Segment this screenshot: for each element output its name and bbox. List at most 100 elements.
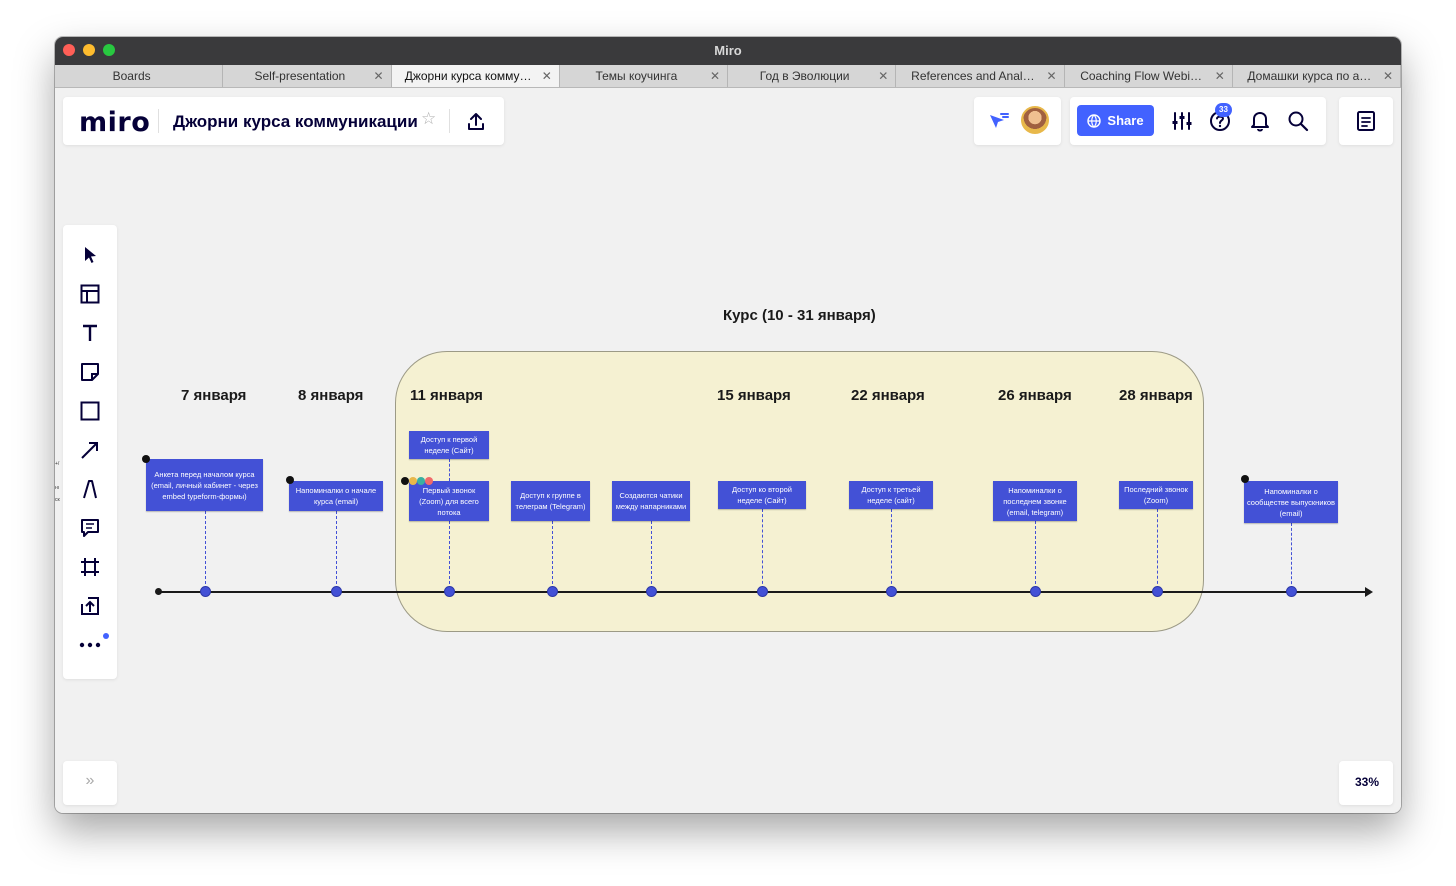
connector-line	[651, 521, 652, 589]
sticky-card[interactable]: Напоминалки о последнем звонке (email, t…	[993, 481, 1077, 521]
window-title: Miro	[714, 43, 742, 58]
notes-icon[interactable]	[1354, 109, 1378, 133]
export-icon[interactable]	[463, 109, 489, 135]
sticky-card[interactable]: Создаются чатики между напарниками	[612, 481, 690, 521]
tab-close-icon[interactable]: ✕	[373, 69, 384, 83]
new-feature-dot	[103, 633, 109, 639]
tab-close-icon[interactable]: ✕	[1382, 69, 1393, 83]
tab-close-icon[interactable]: ✕	[709, 69, 720, 83]
comment-marker[interactable]	[401, 477, 409, 485]
tab-references[interactable]: References and Anal…✕	[896, 65, 1065, 87]
date-label[interactable]: 15 января	[717, 387, 791, 404]
expand-icon: »	[85, 772, 95, 789]
bell-icon[interactable]	[1247, 108, 1273, 134]
tab-label: Джорни курса комму…	[404, 69, 532, 83]
timeline-point[interactable]	[331, 586, 342, 597]
zoom-panel[interactable]	[1339, 761, 1393, 805]
comment-marker[interactable]	[142, 455, 150, 463]
tab-homework[interactable]: Домашки курса по а… ✕	[1233, 65, 1401, 87]
date-label[interactable]: 26 января	[998, 387, 1072, 404]
zoom-window-button[interactable]	[103, 44, 115, 56]
sticky-note-tool-icon[interactable]	[63, 354, 117, 390]
sticky-card[interactable]: Доступ к первой неделе (Сайт)	[409, 431, 489, 459]
timeline-point[interactable]	[757, 586, 768, 597]
connector-line	[891, 509, 892, 589]
shape-tool-icon[interactable]	[63, 393, 117, 429]
timeline-point[interactable]	[1152, 586, 1163, 597]
more-tools-icon[interactable]	[63, 627, 117, 663]
date-label[interactable]: 22 января	[851, 387, 925, 404]
pen-tool-icon[interactable]	[63, 471, 117, 507]
collaborator-cursor-dot	[417, 477, 425, 485]
templates-tool-icon[interactable]	[63, 276, 117, 312]
zoom-level[interactable]: 33%	[1354, 775, 1379, 789]
sticky-card[interactable]: Доступ ко второй неделе (Сайт)	[718, 481, 806, 509]
tab-close-icon[interactable]: ✕	[1214, 69, 1225, 83]
avatar[interactable]	[1021, 106, 1049, 134]
board-header-panel: miro Джорни курса коммуникации ☆	[63, 97, 504, 145]
connector-line	[552, 521, 553, 589]
tab-close-icon[interactable]: ✕	[878, 69, 889, 83]
course-title[interactable]: Курс (10 - 31 января)	[723, 307, 876, 324]
text-tool-icon[interactable]	[63, 315, 117, 351]
tab-label: Boards	[112, 69, 151, 83]
tab-label: Темы коучинга	[595, 69, 678, 83]
offscreen-text-fragment: нı	[55, 485, 60, 491]
tab-year-evolution[interactable]: Год в Эволюции✕	[728, 65, 897, 87]
sticky-card[interactable]: Анкета перед началом курса (email, личны…	[146, 459, 263, 511]
left-toolbar	[63, 225, 117, 679]
notes-panel	[1339, 97, 1393, 145]
timeline-point[interactable]	[444, 586, 455, 597]
timeline-start-point	[155, 588, 162, 595]
select-tool-icon[interactable]	[63, 237, 117, 273]
cursor-follow-icon[interactable]	[986, 108, 1012, 134]
timeline-point[interactable]	[1030, 586, 1041, 597]
upload-tool-icon[interactable]	[63, 588, 117, 624]
timeline-point[interactable]	[886, 586, 897, 597]
comment-tool-icon[interactable]	[63, 510, 117, 546]
share-button[interactable]: Share	[1077, 105, 1154, 136]
comment-marker[interactable]	[286, 476, 294, 484]
board-canvas[interactable]: miro Джорни курса коммуникации ☆ Share	[55, 89, 1401, 813]
app-window: Miro Boards Self-presentation✕ Джорни ку…	[55, 37, 1401, 813]
miro-logo[interactable]: miro	[79, 107, 151, 138]
timeline-point[interactable]	[200, 586, 211, 597]
sticky-card[interactable]: Напоминалки о сообществе выпускников (em…	[1244, 481, 1338, 523]
tab-self-presentation[interactable]: Self-presentation✕	[223, 65, 392, 87]
connector-tool-icon[interactable]	[63, 432, 117, 468]
date-label[interactable]: 28 января	[1119, 387, 1193, 404]
close-window-button[interactable]	[63, 44, 75, 56]
date-label[interactable]: 8 января	[298, 387, 364, 404]
timeline-point[interactable]	[547, 586, 558, 597]
tab-close-icon[interactable]: ✕	[1046, 69, 1057, 83]
tab-journey[interactable]: Джорни курса комму… ✕	[391, 65, 560, 87]
timeline-point[interactable]	[1286, 586, 1297, 597]
timeline-point[interactable]	[646, 586, 657, 597]
sticky-card[interactable]: Напоминалки о начале курса (email)	[289, 481, 383, 511]
tab-boards[interactable]: Boards	[55, 65, 224, 87]
tab-coaching-flow[interactable]: Coaching Flow Webi…✕	[1065, 65, 1233, 87]
offscreen-text-fragment: +/	[55, 461, 60, 467]
sticky-card[interactable]: Доступ к группе в телеграм (Telegram)	[511, 481, 590, 521]
tab-coaching-topics[interactable]: Темы коучинга ✕	[560, 65, 728, 87]
frame-tool-icon[interactable]	[63, 549, 117, 585]
search-icon[interactable]	[1285, 108, 1311, 134]
sticky-card[interactable]: Первый звонок (Zoom) для всего потока	[409, 481, 489, 521]
minimize-window-button[interactable]	[83, 44, 95, 56]
star-icon[interactable]: ☆	[421, 109, 437, 128]
sticky-card[interactable]: Доступ к третьей неделе (сайт)	[849, 481, 933, 509]
minimap-toggle[interactable]: »	[63, 761, 117, 805]
tab-bar: Boards Self-presentation✕ Джорни курса к…	[55, 65, 1401, 88]
offscreen-text-fragment: ск	[55, 497, 60, 503]
help-count-badge: 33	[1215, 103, 1232, 117]
sticky-card[interactable]: Последний звонок (Zoom)	[1119, 481, 1193, 509]
date-label[interactable]: 11 января	[410, 387, 483, 404]
board-title[interactable]: Джорни курса коммуникации	[173, 112, 418, 131]
comment-marker[interactable]	[1241, 475, 1249, 483]
globe-icon	[1087, 113, 1102, 128]
tab-label: Домашки курса по а…	[1247, 69, 1372, 83]
tab-close-icon[interactable]: ✕	[541, 69, 552, 83]
date-label[interactable]: 7 января	[181, 387, 247, 404]
settings-sliders-icon[interactable]	[1169, 108, 1195, 134]
timeline-arrowhead	[1365, 587, 1373, 597]
